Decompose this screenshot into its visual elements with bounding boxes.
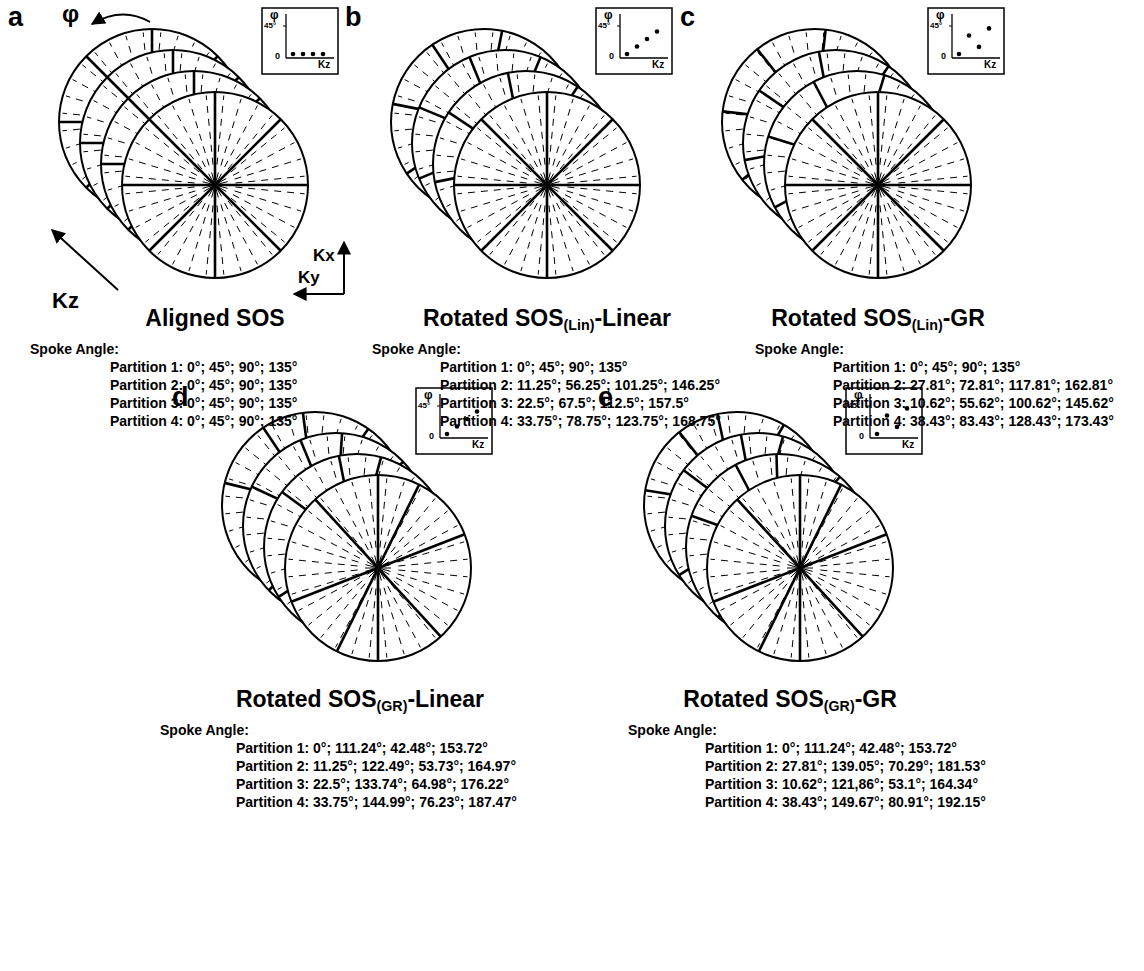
partition-angles: Partition 4: 38.43°; 149.67°; 80.91°; 19…: [705, 794, 986, 810]
partition-angles: Partition 4: 0°; 45°; 90°; 135°: [110, 413, 297, 429]
inset-axis-label: φ: [854, 389, 863, 403]
panel-title: Rotated SOS(GR)-Linear: [236, 686, 484, 714]
partition-angles: Partition 1: 0°; 45°; 90°; 135°: [833, 359, 1020, 375]
kspace-partition: [785, 92, 971, 278]
spoke-header: Spoke Angle:: [755, 341, 844, 357]
partition-angles: Partition 3: 22.5°; 67.5°; 112.5°; 157.5…: [440, 395, 689, 411]
inset-axis-label: φ: [936, 9, 945, 23]
inset-tick-label: 45°: [848, 401, 860, 410]
spoke-header: Spoke Angle:: [160, 722, 249, 738]
inset-tick-label: 45°: [598, 21, 610, 30]
inset-axis-label: Kz: [984, 59, 996, 71]
panel-title: Rotated SOS(GR)-GR: [683, 686, 897, 714]
partition-angles: Partition 2: 11.25°; 122.49°; 53.73°; 16…: [236, 758, 516, 774]
panel-letter: c: [680, 2, 695, 33]
partition-angles: Partition 1: 0°; 45°; 90°; 135°: [110, 359, 297, 375]
inset-axis-label: Kz: [902, 439, 914, 451]
panel-title: Rotated SOS(Lin)-GR: [771, 305, 985, 333]
partition-angles: Partition 1: 0°; 45°; 90°; 135°: [440, 359, 627, 375]
partition-angles: Partition 2: 27.81°; 72.81°; 117.81°; 16…: [833, 377, 1113, 393]
partition-angles: Partition 1: 0°; 111.24°; 42.48°; 153.72…: [236, 740, 488, 756]
angle-inset: [262, 8, 338, 74]
spoke-header: Spoke Angle:: [628, 722, 717, 738]
panel-letter: d: [172, 382, 189, 413]
inset-tick-label: 0: [859, 431, 864, 441]
inset-tick-label: 45°: [264, 21, 276, 30]
panel-title: Aligned SOS: [145, 305, 284, 331]
axis-label: Kx: [313, 246, 335, 266]
panel-title: Rotated SOS(Lin)-Linear: [423, 305, 671, 333]
partition-angles: Partition 4: 33.75°; 78.75°; 123.75°; 16…: [440, 413, 721, 429]
inset-tick-label: 0: [275, 51, 280, 61]
panel-letter: b: [345, 2, 362, 33]
partition-angles: Partition 3: 10.62°; 121,86°; 53.1°; 164…: [705, 776, 978, 792]
kspace-partition: [122, 92, 308, 278]
inset-axis-label: Kz: [472, 439, 484, 451]
kspace-partition: [707, 475, 893, 661]
inset-tick-label: 0: [609, 51, 614, 61]
inset-axis-label: φ: [424, 389, 433, 403]
spoke-header: Spoke Angle:: [30, 341, 119, 357]
kspace-partition: [285, 475, 471, 661]
inset-tick-label: 45°: [418, 401, 430, 410]
partition-angles: Partition 3: 10.62°; 55.62°; 100.62°; 14…: [833, 395, 1114, 411]
inset-axis-label: φ: [270, 9, 279, 23]
axis-label: Kz: [52, 288, 79, 313]
partition-angles: Partition 1: 0°; 111.24°; 42.48°; 153.72…: [705, 740, 957, 756]
inset-axis-label: Kz: [318, 59, 330, 71]
kspace-partition: [454, 92, 640, 278]
angle-inset: [596, 8, 672, 74]
axis-arrows: [52, 14, 344, 294]
panel-letter: a: [8, 2, 23, 33]
partition-angles: Partition 4: 38.43°; 83.43°; 128.43°; 17…: [833, 413, 1114, 429]
partition-angles: Partition 3: 22.5°; 133.74°; 64.98°; 176…: [236, 776, 509, 792]
inset-tick-label: 0: [941, 51, 946, 61]
panel-letter: e: [598, 382, 613, 413]
inset-axis-label: φ: [604, 9, 613, 23]
partition-angles: Partition 3: 0°; 45°; 90°; 135°: [110, 395, 297, 411]
partition-angles: Partition 2: 11.25°; 56.25°; 101.25°; 14…: [440, 377, 720, 393]
partition-angles: Partition 2: 27.81°; 139.05°; 70.29°; 18…: [705, 758, 986, 774]
partition-angles: Partition 4: 33.75°; 144.99°; 76.23°; 18…: [236, 794, 517, 810]
inset-axis-label: Kz: [652, 59, 664, 71]
axis-label: φ: [62, 0, 79, 28]
inset-tick-label: 0: [429, 431, 434, 441]
spoke-header: Spoke Angle:: [372, 341, 461, 357]
angle-inset: [928, 8, 1004, 74]
partition-angles: Partition 2: 0°; 45°; 90°; 135°: [110, 377, 297, 393]
axis-label: Ky: [298, 268, 320, 288]
inset-tick-label: 45°: [930, 21, 942, 30]
